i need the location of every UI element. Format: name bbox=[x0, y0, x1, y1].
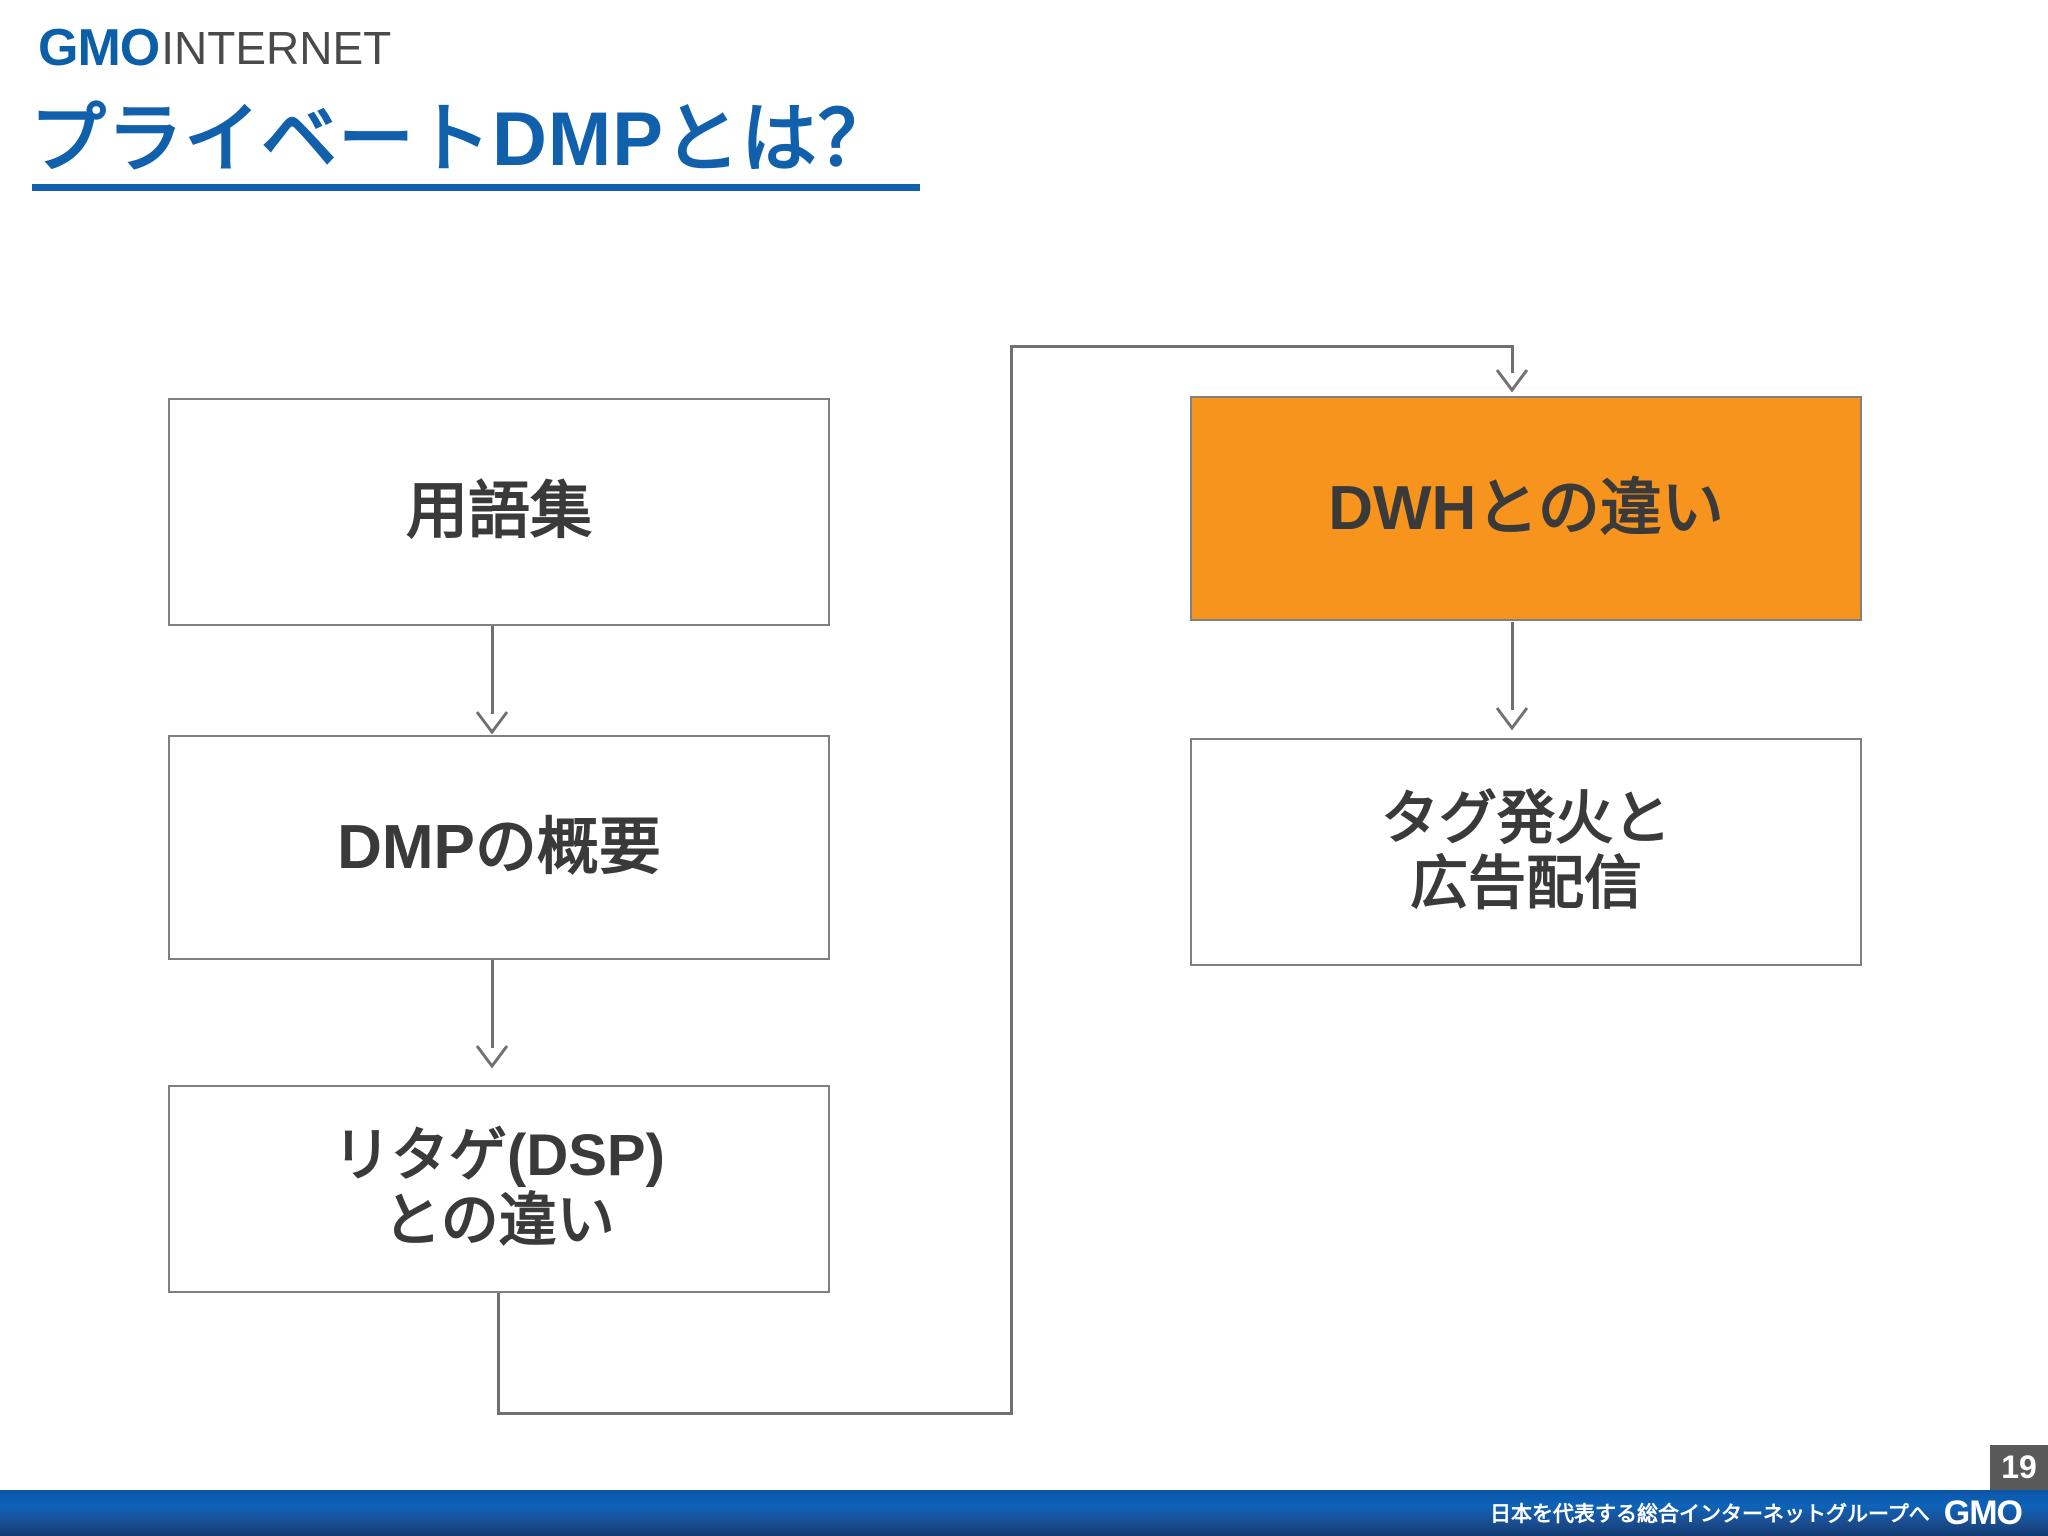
flow-node-dwh-diff[interactable]: DWHとの違い bbox=[1190, 396, 1862, 621]
connector-retarget-to-dwh-seg2 bbox=[497, 1412, 1013, 1415]
flow-node-tag-fire-ad-delivery[interactable]: タグ発火と 広告配信 bbox=[1190, 738, 1862, 966]
logo-internet-text: INTERNET bbox=[161, 22, 392, 74]
flow-node-retargeting-diff[interactable]: リタゲ(DSP) との違い bbox=[168, 1085, 830, 1293]
connector-retarget-to-dwh-seg3 bbox=[1010, 345, 1013, 1415]
flow-node-glossary[interactable]: 用語集 bbox=[168, 398, 830, 626]
gmo-internet-logo: GMO INTERNET bbox=[38, 22, 391, 74]
connector-glossary-to-overview-line bbox=[491, 626, 494, 714]
connector-retarget-to-dwh-seg4 bbox=[1010, 345, 1513, 348]
arrow-down-icon-dwh-to-tagfire bbox=[1495, 706, 1529, 732]
flow-node-glossary-label: 用語集 bbox=[405, 477, 592, 547]
connector-retarget-to-dwh-seg1 bbox=[497, 1293, 500, 1415]
flow-node-tag-fire-line1: タグ発火と bbox=[1380, 786, 1671, 852]
flow-node-dwh-diff-label: DWHとの違い bbox=[1328, 473, 1724, 543]
flow-node-dmp-overview-label: DMPの概要 bbox=[337, 812, 661, 882]
connector-retarget-to-dwh-seg5 bbox=[1511, 345, 1514, 373]
flow-node-retargeting-diff-line1: リタゲ(DSP) bbox=[333, 1123, 665, 1189]
page-title: プライベートDMPとは？ bbox=[30, 97, 895, 182]
connector-overview-to-retarget-line bbox=[491, 960, 494, 1048]
arrow-down-icon-glossary-to-overview bbox=[475, 710, 509, 736]
connector-dwh-to-tagfire-line bbox=[1511, 622, 1514, 710]
slide-footer: 日本を代表する総合インターネットグループへ GMO bbox=[0, 1490, 2048, 1536]
logo-gmo-text: GMO bbox=[38, 19, 160, 77]
flow-node-tag-fire-line2: 広告配信 bbox=[1409, 851, 1642, 916]
title-underline bbox=[32, 184, 920, 191]
flow-node-retargeting-diff-line2: との違い bbox=[383, 1188, 615, 1253]
arrow-down-icon-overview-to-retarget bbox=[475, 1044, 509, 1070]
page-number-badge: 19 bbox=[1990, 1445, 2048, 1490]
flow-node-dmp-overview[interactable]: DMPの概要 bbox=[168, 735, 830, 960]
footer-tagline: 日本を代表する総合インターネットグループへ bbox=[1490, 1503, 1930, 1526]
arrow-down-icon-retarget-to-dwh bbox=[1495, 368, 1529, 394]
footer-gmo-logo: GMO bbox=[1943, 1494, 2023, 1532]
